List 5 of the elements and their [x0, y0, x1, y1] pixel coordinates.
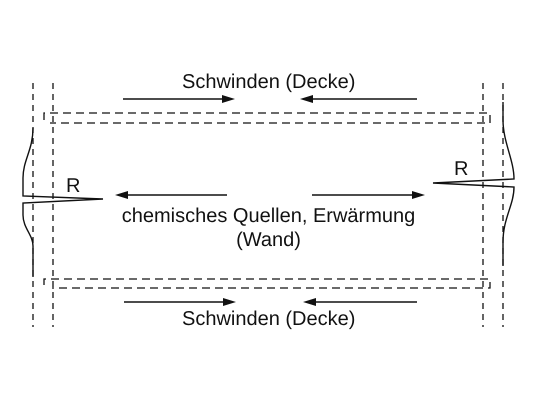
crack-label: R	[66, 175, 80, 198]
movement-label: Schwinden (Decke)	[182, 71, 356, 94]
movement-label: chemisches Quellen, Erwärmung (Wand)	[121, 204, 416, 252]
crack-label: R	[454, 158, 468, 181]
movement-label: Schwinden (Decke)	[182, 308, 356, 331]
